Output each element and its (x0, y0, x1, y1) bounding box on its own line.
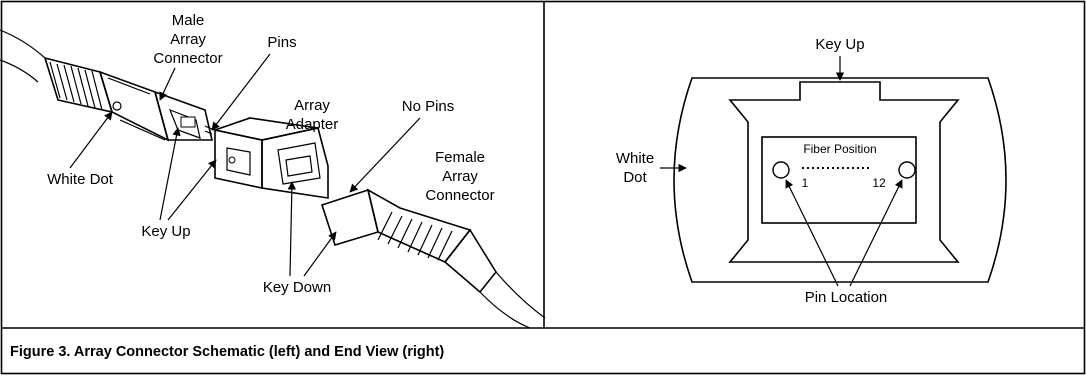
label-position-1: 1 (802, 176, 809, 190)
right-callout-arrows (660, 56, 903, 287)
label-key-up-left: Key Up (141, 223, 190, 240)
label-pin-location: Pin Location (805, 289, 888, 306)
arrow-pin-location-right (849, 179, 903, 287)
arrow-key-down-1 (287, 181, 297, 277)
label-male-line1: Male (172, 12, 205, 29)
arrow-white-dot-left (69, 111, 113, 169)
pin-hole-left (772, 161, 790, 179)
label-fiber-position: Fiber Position (803, 142, 876, 156)
label-female-line3: Connector (425, 187, 494, 204)
label-female-line1: Female (435, 149, 485, 166)
arrow-pins (211, 53, 271, 131)
male-cable (0, 29, 46, 83)
male-connector-boot (43, 56, 214, 142)
label-white-dot-right-line2: Dot (623, 169, 647, 186)
arrow-key-down-2 (303, 231, 337, 277)
arrow-male-connector (159, 67, 176, 101)
female-connector (320, 188, 546, 329)
arrow-key-up-1 (159, 127, 181, 221)
label-adapter-line1: Array (294, 97, 330, 114)
label-key-up-right: Key Up (815, 36, 864, 53)
label-female-line2: Array (442, 168, 478, 185)
label-pins: Pins (267, 34, 296, 51)
left-callout-arrows (69, 53, 421, 277)
figure-caption: Figure 3. Array Connector Schematic (lef… (10, 344, 444, 360)
end-view-housing (673, 77, 1007, 283)
label-white-dot-left: White Dot (47, 171, 114, 188)
left-schematic: Male Array Connector Pins Array Adapter … (0, 12, 546, 329)
end-view-inner (728, 81, 960, 263)
pin-hole-right (898, 161, 916, 179)
right-end-view: Key Up White Dot Fiber Position 1 12 Pin… (616, 36, 1007, 306)
arrow-key-up-2 (167, 159, 217, 221)
label-male-line3: Connector (153, 50, 222, 67)
label-no-pins: No Pins (402, 98, 455, 115)
arrow-no-pins (349, 117, 421, 193)
label-male-line2: Array (170, 31, 206, 48)
label-adapter-line2: Adapter (286, 116, 339, 133)
label-white-dot-right-line1: White (616, 150, 654, 167)
arrow-pin-location-left (785, 179, 839, 287)
label-key-down: Key Down (263, 279, 331, 296)
label-position-12: 12 (872, 176, 886, 190)
